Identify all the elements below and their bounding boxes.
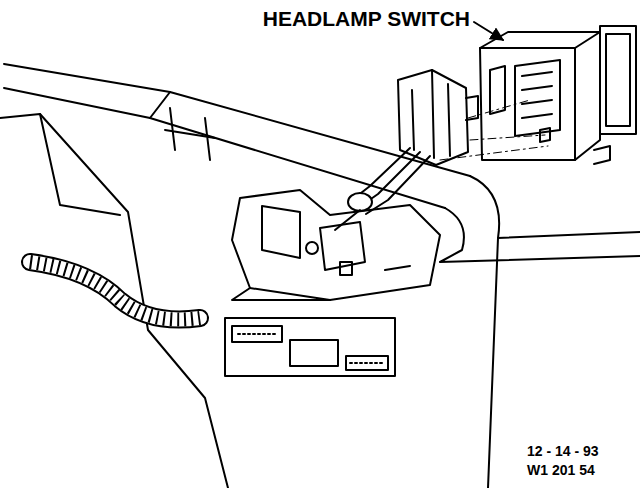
- part-label: HEADLAMP SWITCH: [263, 7, 470, 30]
- date-label: 12 - 14 - 93: [527, 444, 599, 459]
- figure-code: W1 201 54: [527, 463, 595, 478]
